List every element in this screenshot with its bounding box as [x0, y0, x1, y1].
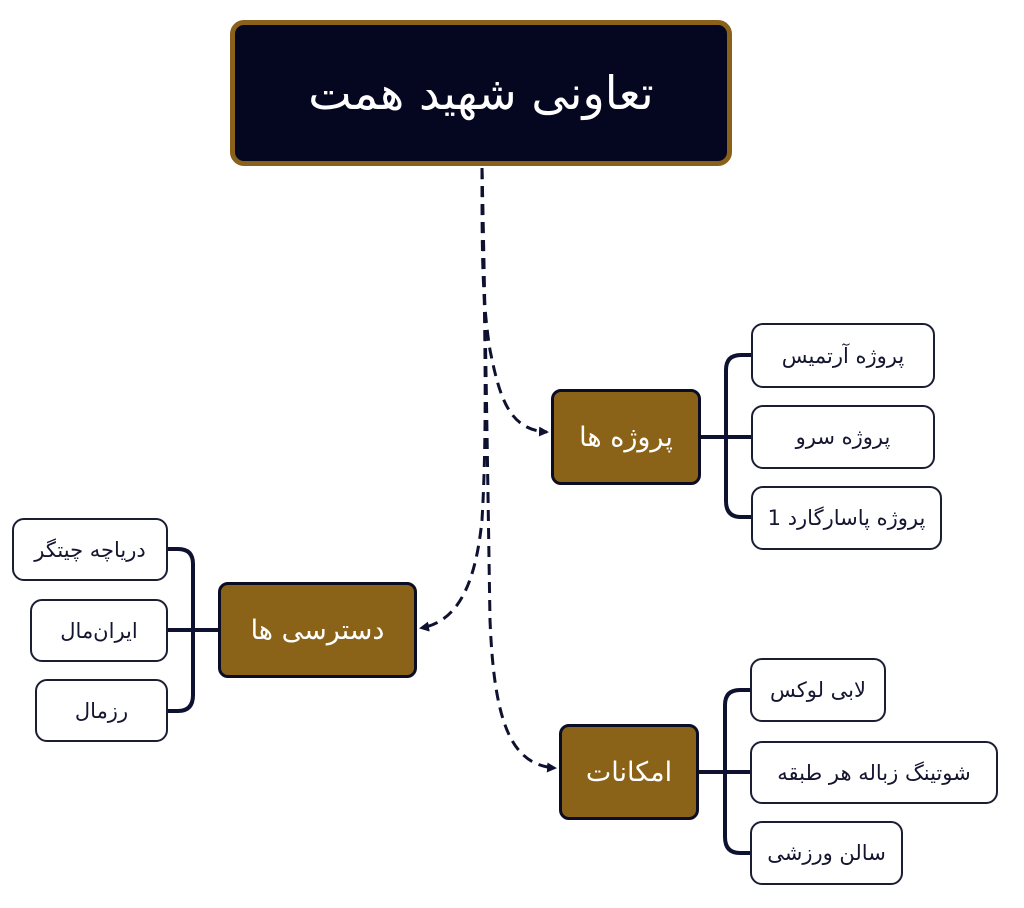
leaf-amenity-luxury-lobby[interactable]: لابی لوکس: [750, 658, 886, 722]
connector-root-to-projects: [480, 167, 549, 437]
root-title: تعاونی شهید همت: [308, 66, 654, 120]
leaf-access-iran-mall[interactable]: ایران‌مال: [30, 599, 168, 662]
leaf-label: پروژه آرتمیس: [781, 343, 905, 368]
leaf-access-chitgar-lake[interactable]: دریاچه چیتگر: [12, 518, 168, 581]
leaf-label: شوتینگ زباله هر طبقه: [777, 760, 971, 785]
leaf-project-sarv[interactable]: پروژه سرو: [751, 405, 935, 469]
leaf-label: لابی لوکس: [769, 678, 867, 702]
leaf-amenity-gym[interactable]: سالن ورزشی: [750, 821, 903, 885]
branch-access[interactable]: دسترسی ها: [218, 582, 417, 678]
connector-root-to-access: [419, 167, 487, 632]
branch-projects-label: پروژه ها: [579, 421, 673, 453]
bracket-access: [166, 547, 195, 713]
leaf-label: ایران‌مال: [60, 618, 138, 643]
leaf-amenity-garbage-chute[interactable]: شوتینگ زباله هر طبقه: [750, 741, 998, 804]
leaf-label: سالن ورزشی: [767, 841, 886, 865]
leaf-project-artemis[interactable]: پروژه آرتمیس: [751, 323, 935, 388]
bracket-projects: [724, 353, 753, 519]
leaf-project-pasargad[interactable]: پروژه پاسارگارد 1: [751, 486, 942, 550]
leaf-label: دریاچه چیتگر: [34, 537, 146, 562]
leaf-label: پروژه پاسارگارد 1: [767, 506, 926, 530]
connector-root-to-amenities: [480, 167, 557, 773]
leaf-label: رزمال: [74, 698, 129, 723]
root-node[interactable]: تعاونی شهید همت: [230, 20, 732, 166]
branch-projects[interactable]: پروژه ها: [551, 389, 701, 485]
leaf-access-rozmal[interactable]: رزمال: [35, 679, 168, 742]
branch-amenities-label: امکانات: [585, 756, 673, 788]
leaf-label: پروژه سرو: [795, 425, 891, 449]
branch-access-label: دسترسی ها: [250, 614, 385, 646]
bracket-amenities: [723, 688, 752, 855]
branch-amenities[interactable]: امکانات: [559, 724, 699, 820]
